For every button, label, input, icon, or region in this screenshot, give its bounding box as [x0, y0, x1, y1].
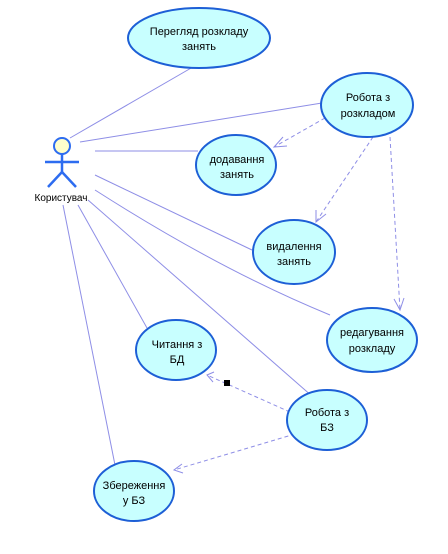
actor-label: Користувач — [35, 193, 88, 204]
use-case-label: БЗ — [320, 422, 334, 434]
use-case-label: занять — [277, 256, 311, 268]
dep-work-kb-to-save-kb — [173, 433, 296, 471]
assoc-delete-lessons — [94, 174, 253, 251]
use-case-label: розкладом — [341, 108, 396, 120]
actor-head — [53, 137, 71, 155]
actor-right-leg — [61, 171, 77, 188]
use-case-label: редагування — [340, 327, 404, 339]
use-case-delete-lessons[interactable]: видалення занять — [252, 219, 336, 285]
use-case-label: БД — [170, 354, 185, 366]
use-case-label: видалення — [266, 241, 321, 253]
use-case-label: Робота з — [346, 92, 390, 104]
dep-work-schedule-to-edit — [389, 136, 401, 311]
arrowhead-add — [272, 136, 288, 148]
use-case-label: додавання — [210, 154, 265, 166]
assoc-work-schedule — [79, 102, 323, 143]
use-case-label: Збереження — [103, 480, 166, 492]
assoc-view-schedule — [69, 59, 206, 139]
use-case-label: Читання з — [152, 339, 203, 351]
arrowhead-save-kb — [172, 463, 184, 474]
use-case-view-schedule[interactable]: Перегляд розкладу занять — [127, 7, 271, 69]
arrowhead-read-db — [206, 371, 215, 383]
assoc-work-kb — [87, 199, 314, 398]
use-case-label: Перегляд розкладу — [150, 26, 249, 38]
dep-work-kb-to-read-db — [206, 374, 291, 413]
use-case-label: розкладу — [349, 343, 396, 355]
use-case-label: Робота з — [305, 407, 349, 419]
dep-work-schedule-to-delete — [315, 136, 374, 223]
use-case-label: занять — [220, 169, 254, 181]
assoc-edit-schedule — [94, 189, 331, 316]
use-case-label: у БЗ — [123, 495, 146, 507]
use-case-label: занять — [182, 41, 216, 53]
use-case-read-db[interactable]: Читання з БД — [135, 319, 217, 381]
use-case-work-schedule[interactable]: Робота з розкладом — [320, 72, 414, 138]
dependency-marker — [224, 380, 230, 386]
assoc-save-kb — [62, 204, 116, 466]
use-case-edit-schedule[interactable]: редагування розкладу — [326, 307, 418, 373]
actor-left-leg — [47, 171, 63, 188]
use-case-work-kb[interactable]: Робота з БЗ — [286, 389, 368, 451]
dep-work-schedule-to-add — [273, 117, 326, 148]
use-case-add-lessons[interactable]: додавання занять — [195, 134, 277, 196]
actor-user[interactable]: Користувач — [35, 137, 88, 204]
associations — [62, 59, 331, 466]
arrowhead-delete — [315, 210, 327, 224]
use-case-save-kb[interactable]: Збереження у БЗ — [93, 460, 175, 522]
arrowhead-edit — [393, 297, 405, 312]
assoc-read-db — [77, 204, 148, 329]
